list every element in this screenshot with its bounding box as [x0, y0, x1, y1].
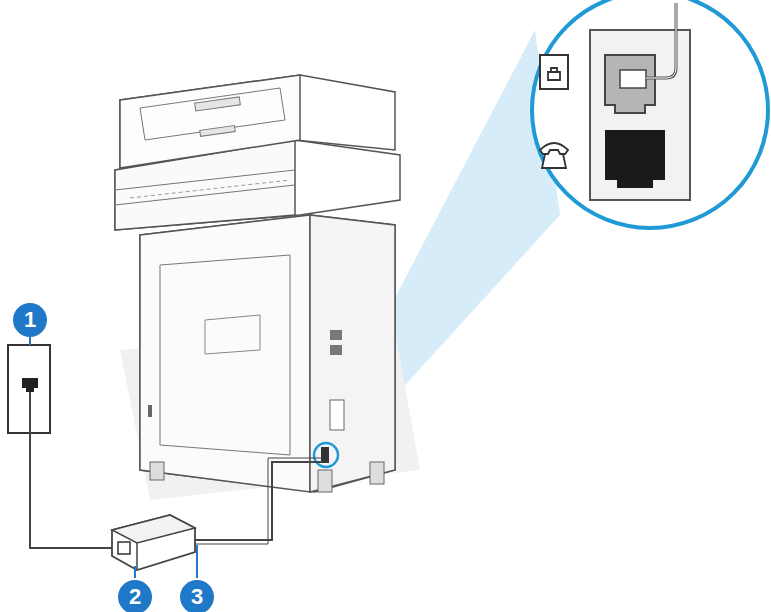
callout-number: 2	[118, 580, 152, 612]
callout-number: 3	[180, 580, 214, 612]
callout-number: 1	[13, 303, 47, 337]
